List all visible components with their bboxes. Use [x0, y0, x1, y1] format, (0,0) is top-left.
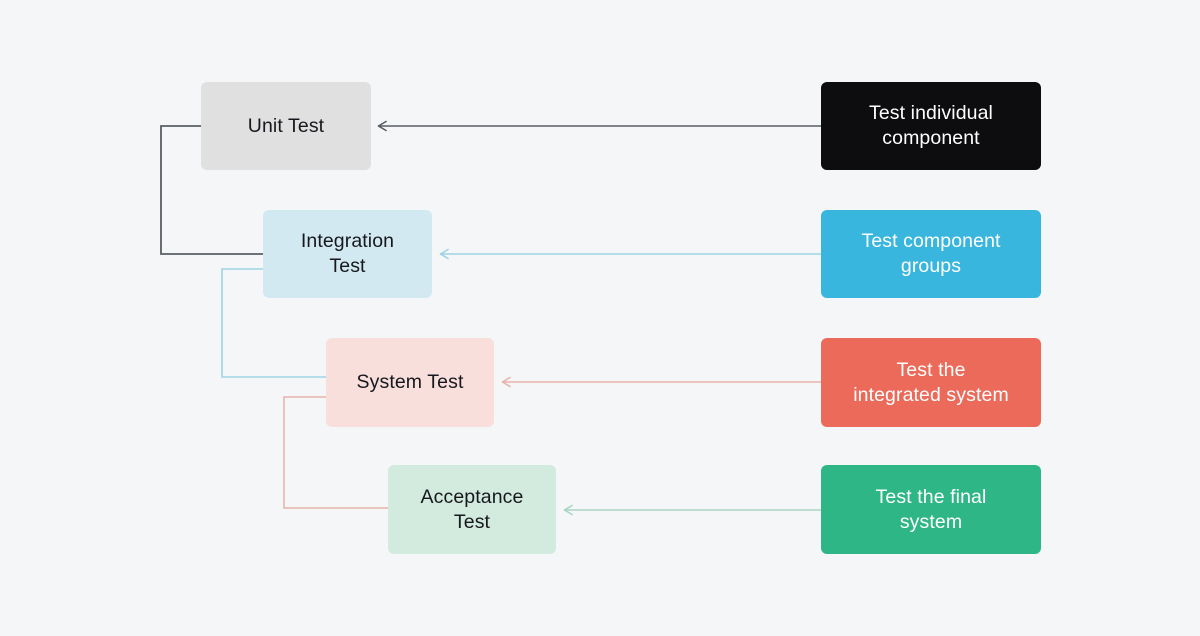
arrowhead-icon [563, 504, 573, 516]
node-description-unit-test[interactable]: Test individual component [821, 82, 1041, 170]
arrowhead-icon [501, 376, 511, 388]
edge-desc-acceptance-to-acceptance-test [563, 504, 821, 516]
arrowhead-icon [439, 248, 449, 260]
edge-desc-unit-to-unit-test [377, 120, 821, 132]
edge-desc-integration-to-integration-test [439, 248, 821, 260]
node-acceptance-test[interactable]: Acceptance Test [388, 465, 556, 554]
node-description-acceptance-test[interactable]: Test the final system [821, 465, 1041, 554]
edge-desc-system-to-system-test [501, 376, 821, 388]
node-system-test[interactable]: System Test [326, 338, 494, 427]
node-unit-test[interactable]: Unit Test [201, 82, 371, 170]
node-integration-test[interactable]: Integration Test [263, 210, 432, 298]
arrowhead-icon [377, 120, 387, 132]
node-description-system-test[interactable]: Test the integrated system [821, 338, 1041, 427]
node-description-integration-test[interactable]: Test component groups [821, 210, 1041, 298]
